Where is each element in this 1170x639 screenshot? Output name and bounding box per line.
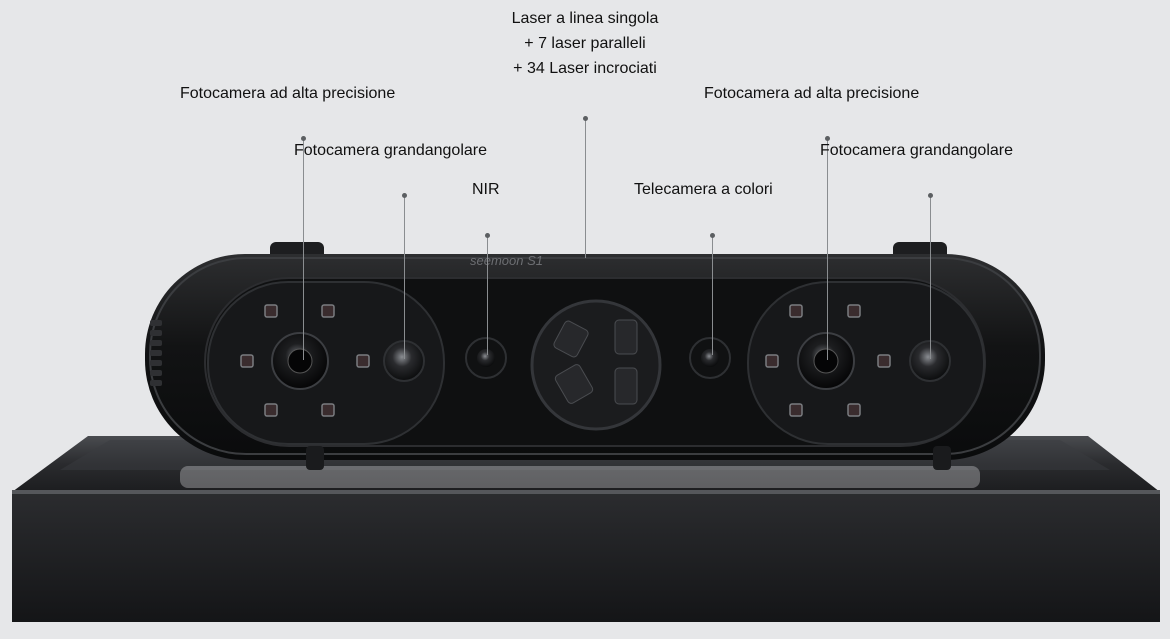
label-camera-right: Fotocamera ad alta precisione bbox=[704, 85, 920, 102]
label-laser-line-2: + 7 laser paralleli bbox=[524, 35, 646, 52]
leader-dot-camera-right bbox=[825, 136, 830, 141]
label-laser: Laser a linea singola + 7 laser parallel… bbox=[475, 6, 695, 81]
label-color-camera: Telecamera a colori bbox=[634, 181, 773, 198]
label-laser-line-3: + 34 Laser incrociati bbox=[513, 60, 657, 77]
leader-dot-color-camera bbox=[710, 233, 715, 238]
leader-dot-wide-left bbox=[402, 193, 407, 198]
leader-wide-left bbox=[404, 195, 405, 359]
pedestal bbox=[12, 436, 1160, 622]
led-array-right bbox=[765, 304, 891, 417]
leader-laser bbox=[585, 118, 586, 258]
leader-nir bbox=[487, 235, 488, 355]
label-wide-right: Fotocamera grandangolare bbox=[820, 142, 1014, 159]
leader-dot-camera-left bbox=[301, 136, 306, 141]
led-array-left bbox=[240, 304, 370, 417]
leader-dot-laser bbox=[583, 116, 588, 121]
leader-camera-left bbox=[303, 138, 304, 360]
leader-wide-right bbox=[930, 195, 931, 359]
leader-dot-wide-right bbox=[928, 193, 933, 198]
scanner-body: seemoon S1 bbox=[145, 242, 1045, 470]
label-laser-line-1: Laser a linea singola bbox=[511, 10, 659, 27]
leader-camera-right bbox=[827, 138, 828, 360]
side-grip bbox=[150, 320, 162, 386]
label-wide-left: Fotocamera grandangolare bbox=[294, 142, 488, 159]
label-nir: NIR bbox=[472, 181, 500, 198]
label-camera-left: Fotocamera ad alta precisione bbox=[180, 85, 396, 102]
leader-color-camera bbox=[712, 235, 713, 355]
leader-dot-nir bbox=[485, 233, 490, 238]
brand-logo: seemoon S1 bbox=[470, 253, 543, 268]
